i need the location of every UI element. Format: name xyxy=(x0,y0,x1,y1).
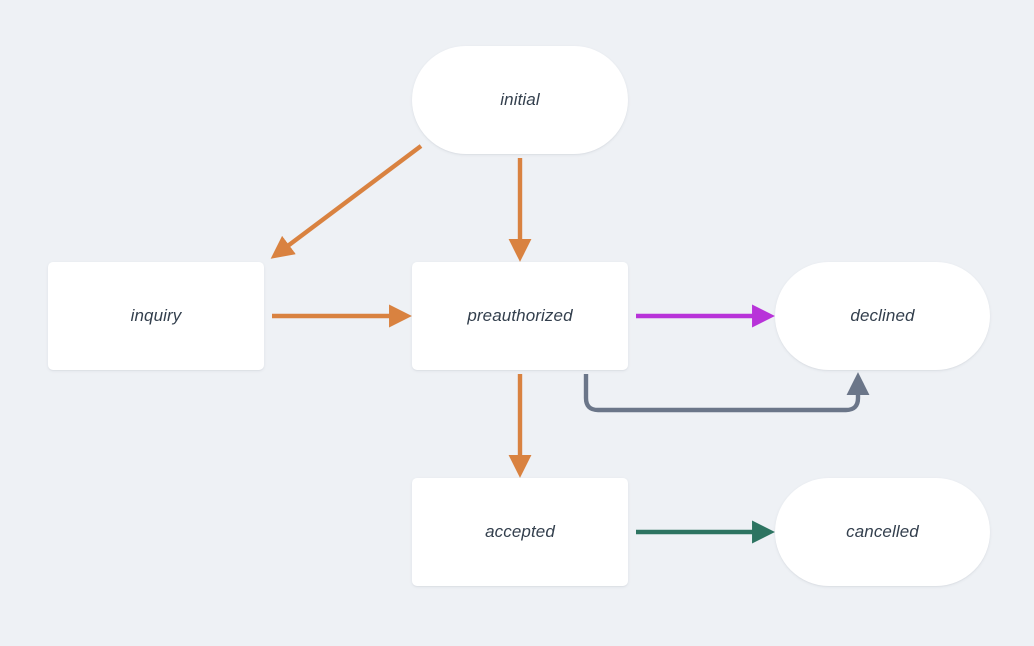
state-node-preauthorized[interactable]: preauthorized xyxy=(412,262,628,370)
state-node-initial[interactable]: initial xyxy=(412,46,628,154)
state-node-label: cancelled xyxy=(846,522,919,541)
state-node-label: accepted xyxy=(485,522,555,541)
state-node-label: declined xyxy=(850,306,915,325)
state-node-accepted[interactable]: accepted xyxy=(412,478,628,586)
state-node-label: inquiry xyxy=(130,306,182,325)
state-node-label: initial xyxy=(500,90,540,109)
state-node-cancelled[interactable]: cancelled xyxy=(775,478,990,586)
edge-initial-to-inquiry xyxy=(270,144,423,259)
state-node-declined[interactable]: declined xyxy=(775,262,990,370)
edge-declined-loop-back xyxy=(583,372,870,413)
state-node-label: preauthorized xyxy=(467,306,573,325)
state-node-inquiry[interactable]: inquiry xyxy=(48,262,264,370)
